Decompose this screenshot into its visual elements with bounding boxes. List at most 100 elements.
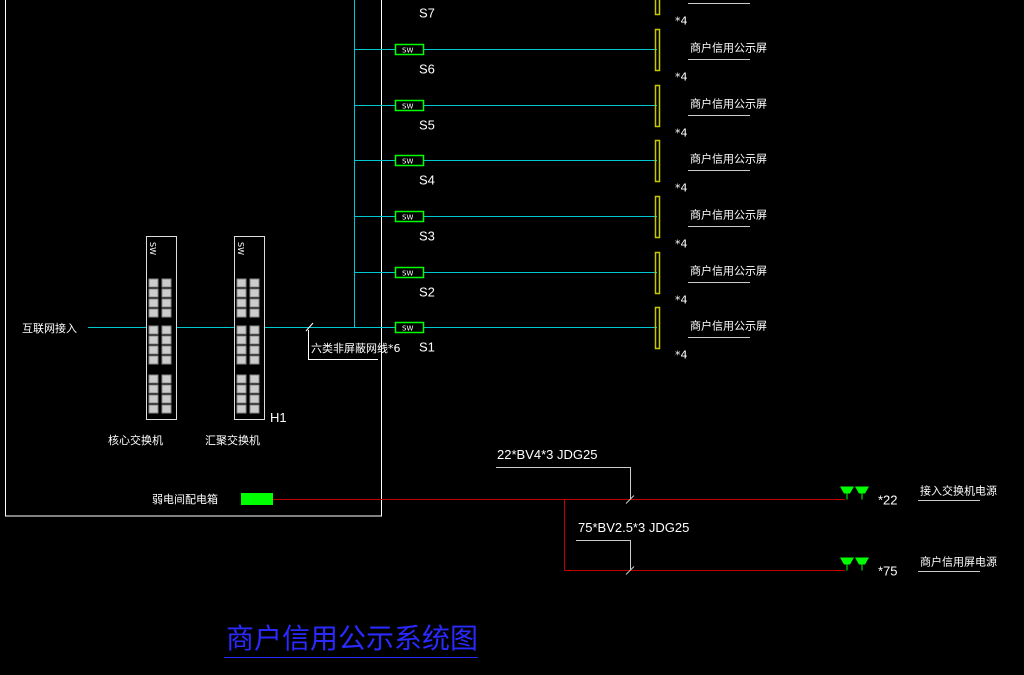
switch-port bbox=[236, 374, 247, 384]
access-switch-box bbox=[394, 99, 425, 112]
cable-leader bbox=[305, 322, 378, 360]
access-switch-id: S3 bbox=[419, 229, 435, 244]
aggregate-switch-tag: SW bbox=[236, 242, 245, 255]
display-screen-icon bbox=[654, 306, 661, 350]
switch-port bbox=[236, 288, 247, 298]
cable-leader bbox=[576, 540, 631, 571]
screen-count: *4 bbox=[675, 349, 688, 362]
power-line-screen bbox=[564, 499, 845, 571]
switch-port bbox=[161, 394, 172, 404]
access-switch-row: SW S6 *4 商户信用公示屏 bbox=[354, 28, 767, 84]
switch-port bbox=[249, 404, 260, 414]
access-switch-id: S2 bbox=[419, 285, 435, 300]
display-screen-icon bbox=[654, 28, 661, 72]
access-switch-id: S4 bbox=[419, 173, 435, 188]
screen-label: 商户信用公示屏 bbox=[690, 152, 767, 166]
display-screen-icon bbox=[654, 84, 661, 128]
display-screen-icon bbox=[654, 0, 661, 16]
switch-port bbox=[236, 325, 247, 335]
aggregate-switch-id: H1 bbox=[270, 410, 287, 425]
access-switch-box bbox=[394, 154, 425, 167]
switch-port bbox=[148, 345, 159, 355]
switch-port bbox=[161, 288, 172, 298]
screen-label: 商户信用公示屏 bbox=[690, 208, 767, 222]
switch-port bbox=[236, 298, 247, 308]
switch-port bbox=[148, 288, 159, 298]
screen-count: *4 bbox=[675, 127, 688, 140]
screen-label: 商户信用公示屏 bbox=[690, 97, 767, 111]
power-circuit: 75*BV2.5*3 JDG25 *75 商户信用屏电源 bbox=[576, 520, 997, 579]
switch-port bbox=[148, 278, 159, 288]
switch-port bbox=[249, 288, 260, 298]
power-cable-spec: 75*BV2.5*3 JDG25 bbox=[578, 520, 689, 535]
switch-port bbox=[236, 394, 247, 404]
switch-port bbox=[161, 335, 172, 345]
access-switch-tag: SW bbox=[402, 103, 413, 111]
cable-leader bbox=[496, 467, 631, 500]
switch-port bbox=[249, 278, 260, 288]
display-screen-icon bbox=[654, 195, 661, 239]
switch-port bbox=[161, 308, 172, 318]
screen-count: *4 bbox=[675, 182, 688, 195]
screen-label: 商户信用公示屏 bbox=[690, 41, 767, 55]
switch-port bbox=[148, 298, 159, 308]
switch-port bbox=[161, 384, 172, 394]
screen-label: 商户信用公示屏 bbox=[690, 319, 767, 333]
switch-port bbox=[148, 355, 159, 365]
switch-port bbox=[148, 394, 159, 404]
socket-count: *75 bbox=[878, 564, 898, 579]
access-switch-row: SWS7*4 bbox=[419, 0, 750, 28]
switch-port bbox=[161, 345, 172, 355]
cable-label: 六类非屏蔽网线*6 bbox=[311, 341, 401, 355]
access-switch-id: S5 bbox=[419, 118, 435, 133]
switch-port bbox=[249, 345, 260, 355]
switch-port bbox=[249, 384, 260, 394]
cable-tick bbox=[625, 495, 635, 504]
switch-port bbox=[236, 355, 247, 365]
aggregate-switch-label: 汇聚交换机 bbox=[205, 433, 260, 447]
cable-tick bbox=[625, 566, 635, 575]
cabinet-frame bbox=[5, 0, 382, 517]
switch-port bbox=[249, 335, 260, 345]
access-switch-box bbox=[394, 43, 425, 56]
access-switch-id: S7 bbox=[419, 6, 435, 21]
power-socket-icon bbox=[840, 486, 854, 494]
screen-count: *4 bbox=[675, 294, 688, 307]
switch-port bbox=[161, 278, 172, 288]
power-socket-icon bbox=[855, 486, 869, 494]
switch-port bbox=[236, 278, 247, 288]
power-socket-icon bbox=[840, 557, 854, 565]
switch-port bbox=[161, 404, 172, 414]
access-switch-id: S6 bbox=[419, 62, 435, 77]
switch-port bbox=[236, 335, 247, 345]
switch-port bbox=[249, 355, 260, 365]
switch-port bbox=[236, 345, 247, 355]
access-switch-tag: SW bbox=[402, 47, 413, 55]
switch-port bbox=[148, 335, 159, 345]
screen-count: *4 bbox=[675, 15, 688, 28]
screen-count: *4 bbox=[675, 238, 688, 251]
power-label: 接入交换机电源 bbox=[920, 484, 997, 498]
switch-port bbox=[236, 384, 247, 394]
switch-port bbox=[148, 404, 159, 414]
power-label: 商户信用屏电源 bbox=[920, 555, 997, 569]
access-switch-tag: SW bbox=[402, 270, 413, 278]
switch-port bbox=[148, 374, 159, 384]
screen-count: *4 bbox=[675, 71, 688, 84]
switch-port bbox=[148, 384, 159, 394]
diagram-title: 商户信用公示系统图 bbox=[226, 622, 478, 655]
power-socket-icon bbox=[855, 557, 869, 565]
switch-port bbox=[236, 308, 247, 318]
screen-label: 商户信用公示屏 bbox=[690, 264, 767, 278]
access-switch-box bbox=[394, 210, 425, 223]
switch-port bbox=[161, 355, 172, 365]
switch-port bbox=[148, 325, 159, 335]
switch-port bbox=[249, 394, 260, 404]
socket-count: *22 bbox=[878, 493, 898, 508]
internet-label: 互联网接入 bbox=[22, 322, 77, 335]
